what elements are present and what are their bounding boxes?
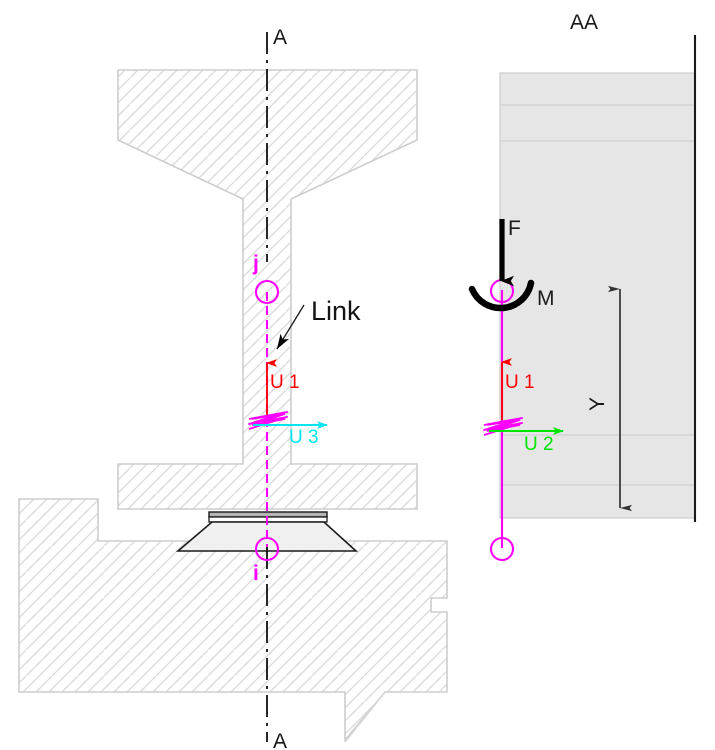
moment-m-arc [468, 279, 535, 312]
abutment-outline [18, 498, 448, 743]
force-f: F [499, 217, 521, 287]
link-leader-line [276, 304, 305, 350]
centerline-a-a: A A [266, 26, 287, 750]
section-aa-title: AA [570, 11, 598, 34]
spring-symbol-left [248, 411, 288, 430]
restraint-u1-left: U 1 [266, 359, 300, 418]
spring-coil-right-2 [486, 419, 521, 432]
link-callout: Link [276, 296, 361, 350]
spring-coil-left-2 [251, 413, 286, 426]
restraint-u3-left: U 3 [253, 421, 328, 448]
girder-section [117, 69, 418, 510]
section-label-a-top: A [273, 26, 287, 49]
u1-label-left: U 1 [270, 372, 300, 393]
section-aa: AA [499, 11, 697, 522]
node-i-label: i [253, 562, 259, 585]
abutment-section [18, 498, 448, 743]
u2-label-right: U 2 [524, 434, 554, 455]
section-label-a-bottom: A [273, 730, 287, 750]
dimension-y-label: Y [586, 397, 609, 411]
moment-m-arrowhead [526, 281, 532, 290]
section-aa-body [499, 72, 696, 519]
spring-symbol-right [483, 417, 523, 436]
node-j-marker [254, 279, 280, 305]
node-j-label: j [252, 252, 259, 275]
moment-m: M [468, 279, 555, 312]
u1-label-right: U 1 [505, 372, 535, 393]
link-label: Link [311, 296, 361, 326]
node-i-marker [254, 536, 280, 562]
girder-outline [117, 69, 418, 510]
moment-m-label: M [537, 287, 555, 310]
dimension-y: Y [586, 285, 632, 512]
u3-label-left: U 3 [289, 427, 319, 448]
node-bottom-right-marker [489, 536, 515, 562]
force-f-label: F [508, 217, 521, 240]
restraint-u2-right: U 2 [489, 427, 564, 455]
restraint-u1-right: U 1 [501, 358, 535, 420]
break-line [344, 691, 447, 743]
